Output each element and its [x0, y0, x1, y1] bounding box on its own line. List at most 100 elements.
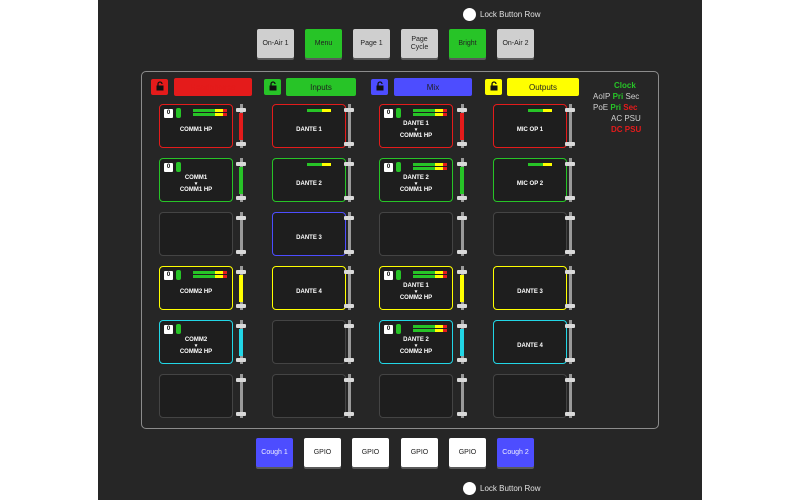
- channel-fader[interactable]: [236, 212, 246, 256]
- fader-handle[interactable]: [236, 216, 246, 220]
- channel-tile[interactable]: DANTE 3: [272, 212, 346, 256]
- fader-handle[interactable]: [457, 196, 467, 200]
- channel-fader[interactable]: [565, 158, 575, 202]
- fader-handle[interactable]: [457, 378, 467, 382]
- top-button-2[interactable]: Menu: [305, 29, 342, 58]
- section-lock-button[interactable]: [371, 79, 388, 95]
- channel-tile[interactable]: [159, 212, 233, 256]
- channel-tile[interactable]: DANTE 1: [272, 104, 346, 148]
- fader-handle[interactable]: [236, 378, 246, 382]
- channel-fader[interactable]: [457, 374, 467, 418]
- channel-fader[interactable]: [344, 158, 354, 202]
- fader-handle[interactable]: [457, 162, 467, 166]
- fader-handle[interactable]: [344, 142, 354, 146]
- top-button-1[interactable]: On-Air 1: [257, 29, 294, 58]
- channel-fader[interactable]: [565, 104, 575, 148]
- channel-fader[interactable]: [565, 374, 575, 418]
- channel-tile[interactable]: DANTE 4: [272, 266, 346, 310]
- channel-fader[interactable]: [457, 212, 467, 256]
- fader-handle[interactable]: [457, 324, 467, 328]
- section-label-inputs[interactable]: Inputs: [286, 78, 356, 96]
- fader-handle[interactable]: [344, 108, 354, 112]
- channel-tile[interactable]: [159, 374, 233, 418]
- channel-fader[interactable]: [565, 320, 575, 364]
- channel-fader[interactable]: [344, 320, 354, 364]
- bottom-button-4[interactable]: GPIO: [401, 438, 438, 467]
- section-lock-button[interactable]: [485, 79, 502, 95]
- fader-handle[interactable]: [236, 162, 246, 166]
- fader-handle[interactable]: [344, 216, 354, 220]
- bottom-button-3[interactable]: GPIO: [352, 438, 389, 467]
- channel-fader[interactable]: [344, 212, 354, 256]
- channel-tile[interactable]: [272, 320, 346, 364]
- fader-handle[interactable]: [344, 378, 354, 382]
- channel-fader[interactable]: [236, 374, 246, 418]
- fader-handle[interactable]: [565, 250, 575, 254]
- channel-fader[interactable]: [344, 104, 354, 148]
- lock-button-row-bottom[interactable]: Lock Button Row: [463, 482, 540, 495]
- fader-handle[interactable]: [344, 250, 354, 254]
- fader-handle[interactable]: [457, 304, 467, 308]
- channel-fader[interactable]: [565, 212, 575, 256]
- fader-handle[interactable]: [565, 412, 575, 416]
- channel-tile[interactable]: DANTE 3: [493, 266, 567, 310]
- fader-handle[interactable]: [565, 304, 575, 308]
- top-button-5[interactable]: Bright: [449, 29, 486, 58]
- section-lock-button[interactable]: [264, 79, 281, 95]
- fader-handle[interactable]: [344, 304, 354, 308]
- fader-handle[interactable]: [236, 142, 246, 146]
- section-label-headphones[interactable]: Headphones: [174, 78, 252, 96]
- fader-handle[interactable]: [236, 270, 246, 274]
- fader-handle[interactable]: [236, 250, 246, 254]
- channel-tile[interactable]: [379, 374, 453, 418]
- bottom-button-2[interactable]: GPIO: [304, 438, 341, 467]
- fader-handle[interactable]: [565, 270, 575, 274]
- section-lock-button[interactable]: [151, 79, 168, 95]
- channel-fader[interactable]: [457, 266, 467, 310]
- channel-fader[interactable]: [236, 320, 246, 364]
- fader-handle[interactable]: [344, 270, 354, 274]
- fader-handle[interactable]: [236, 358, 246, 362]
- fader-handle[interactable]: [344, 358, 354, 362]
- channel-tile[interactable]: [379, 212, 453, 256]
- fader-handle[interactable]: [457, 142, 467, 146]
- fader-handle[interactable]: [344, 324, 354, 328]
- channel-tile[interactable]: DANTE 4: [493, 320, 567, 364]
- channel-fader[interactable]: [344, 374, 354, 418]
- channel-tile[interactable]: DANTE 2: [272, 158, 346, 202]
- top-button-4[interactable]: Page Cycle: [401, 29, 438, 58]
- fader-handle[interactable]: [344, 196, 354, 200]
- channel-tile[interactable]: MIC OP 2: [493, 158, 567, 202]
- fader-handle[interactable]: [457, 250, 467, 254]
- channel-fader[interactable]: [236, 266, 246, 310]
- fader-handle[interactable]: [565, 142, 575, 146]
- fader-handle[interactable]: [457, 270, 467, 274]
- bottom-button-5[interactable]: GPIO: [449, 438, 486, 467]
- fader-handle[interactable]: [236, 412, 246, 416]
- fader-handle[interactable]: [565, 216, 575, 220]
- fader-handle[interactable]: [457, 216, 467, 220]
- channel-fader[interactable]: [457, 158, 467, 202]
- fader-handle[interactable]: [565, 196, 575, 200]
- fader-handle[interactable]: [344, 412, 354, 416]
- bottom-button-6[interactable]: Cough 2: [497, 438, 534, 467]
- fader-handle[interactable]: [457, 358, 467, 362]
- fader-handle[interactable]: [565, 162, 575, 166]
- fader-handle[interactable]: [457, 412, 467, 416]
- channel-tile[interactable]: MIC OP 1: [493, 104, 567, 148]
- fader-handle[interactable]: [565, 324, 575, 328]
- fader-handle[interactable]: [565, 108, 575, 112]
- fader-handle[interactable]: [236, 304, 246, 308]
- channel-tile[interactable]: [493, 374, 567, 418]
- fader-handle[interactable]: [344, 162, 354, 166]
- section-label-mix[interactable]: Mix: [394, 78, 472, 96]
- top-button-6[interactable]: On-Air 2: [497, 29, 534, 58]
